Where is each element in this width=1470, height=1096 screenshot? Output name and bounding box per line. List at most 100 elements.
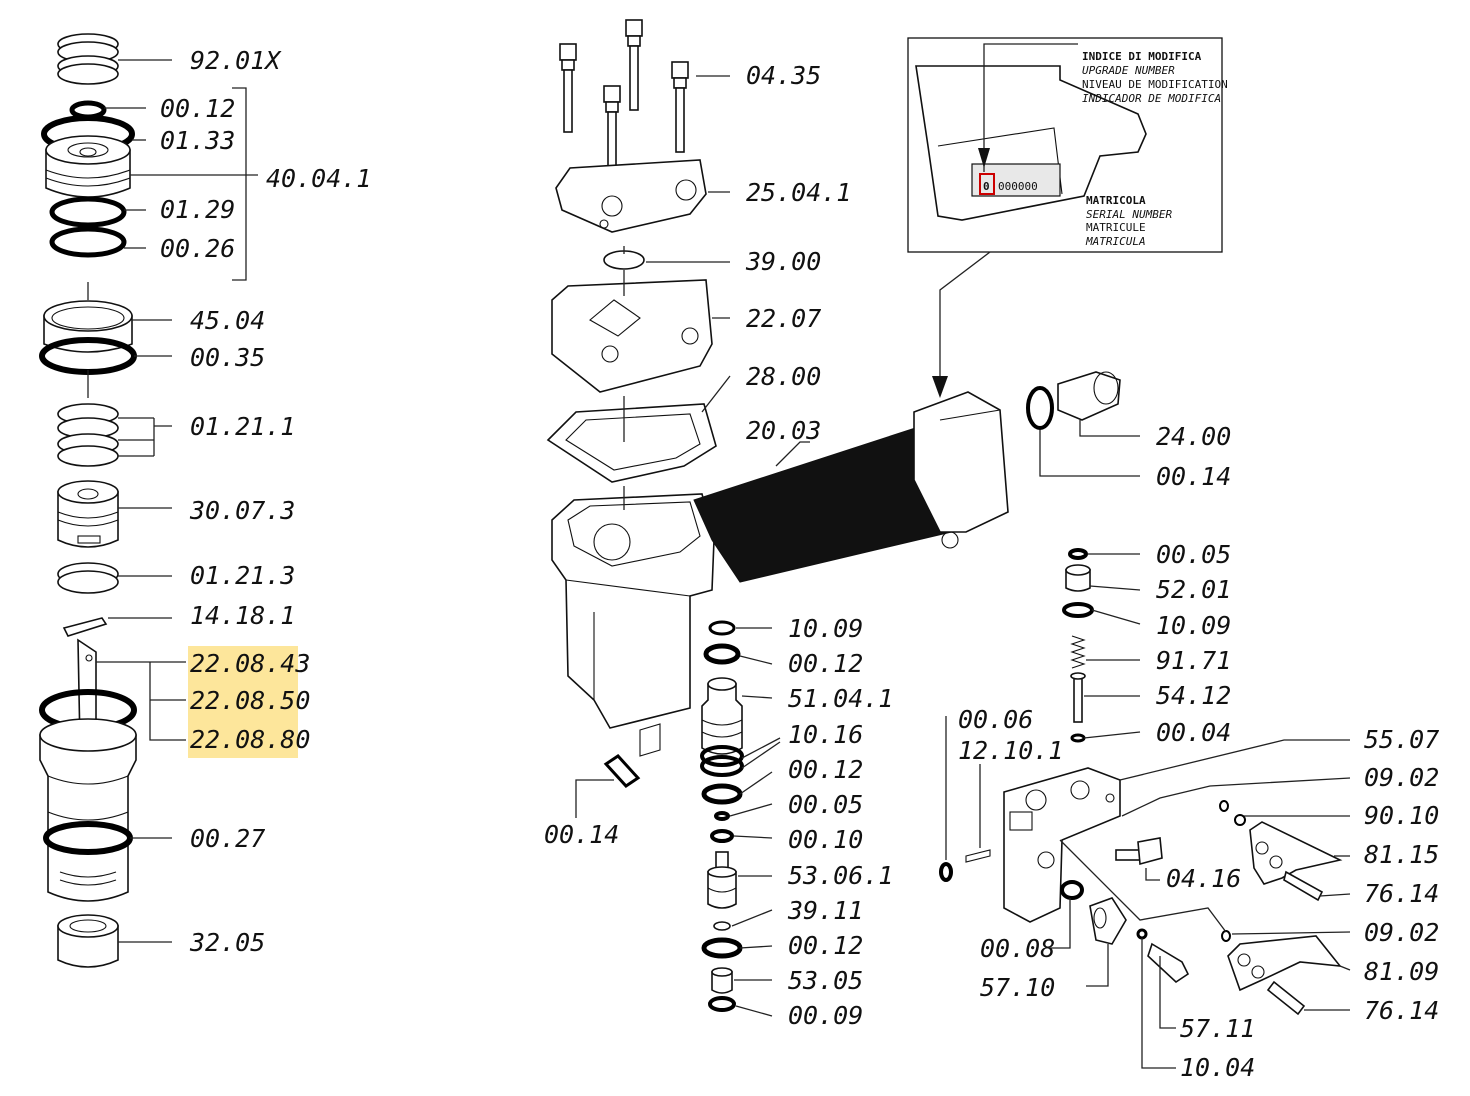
label-01-29: 01.29 xyxy=(160,195,235,224)
label-04-35: 04.35 xyxy=(746,61,821,90)
label-32-05: 32.05 xyxy=(189,928,265,957)
trigger-assembly xyxy=(939,548,1351,1069)
oring-00-26 xyxy=(49,226,127,258)
pin-12-10-1 xyxy=(965,849,991,863)
upgrade-digit: 0 xyxy=(983,180,990,193)
serial-number-inset: 0 000000 INDICE DI MODIFICA UPGRADE NUMB… xyxy=(907,37,1228,398)
label-81-15: 81.15 xyxy=(1364,840,1439,869)
label-14-18-1: 14.18.1 xyxy=(190,601,295,630)
inset-serial-it: MATRICOLA xyxy=(1086,194,1146,207)
label-22-08-43: 22.08.43 xyxy=(190,649,310,678)
part-cylinder xyxy=(39,718,137,902)
label-81-09: 81.09 xyxy=(1364,957,1439,986)
grip-sleeve xyxy=(693,419,961,583)
valve-leader-lines xyxy=(729,627,781,1017)
label-04-16: 04.16 xyxy=(1166,864,1241,893)
label-25-04-1: 25.04.1 xyxy=(746,178,851,207)
center-housing-assembly xyxy=(546,19,1140,818)
part-54-12 xyxy=(1070,672,1086,723)
label-10-09-b: 10.09 xyxy=(1156,611,1231,640)
label-76-14-a: 76.14 xyxy=(1364,879,1439,908)
label-00-09: 00.09 xyxy=(788,1001,863,1030)
label-76-14-b: 76.14 xyxy=(1364,996,1439,1025)
inset-serial-en: SERIAL NUMBER xyxy=(1086,208,1172,221)
left-parts-column xyxy=(39,33,258,968)
right-leader-lines xyxy=(945,553,1351,1069)
label-30-07-3: 30.07.3 xyxy=(189,496,295,525)
label-20-03: 20.03 xyxy=(746,416,821,445)
part-22-07 xyxy=(551,279,713,393)
left-leader-lines xyxy=(87,59,258,943)
part-labels: 92.01X 00.12 01.33 40.04.1 01.29 00.26 4… xyxy=(160,46,1439,1082)
label-92-01X: 92.01X xyxy=(190,46,282,75)
inset-title-it: INDICE DI MODIFICA xyxy=(1082,50,1202,63)
inset-serial-fr: MATRICULE xyxy=(1086,221,1146,234)
label-39-00: 39.00 xyxy=(745,247,821,276)
label-28-00: 28.00 xyxy=(746,362,821,391)
label-10-16: 10.16 xyxy=(788,720,863,749)
part-53-06-1 xyxy=(707,851,737,909)
label-12-10-1: 12.10.1 xyxy=(958,736,1063,765)
label-00-35: 00.35 xyxy=(190,343,265,372)
part-92-01X xyxy=(57,33,119,85)
label-10-04: 10.04 xyxy=(1180,1053,1255,1082)
part-30-07-3 xyxy=(57,480,119,548)
part-28-00 xyxy=(546,403,717,483)
oring-00-12-top xyxy=(69,100,107,120)
label-54-12: 54.12 xyxy=(1156,681,1231,710)
label-90-10: 90.10 xyxy=(1364,801,1439,830)
label-53-05: 53.05 xyxy=(788,966,863,995)
part-57-11 xyxy=(1147,942,1190,984)
inset-pointer-arrow xyxy=(932,376,948,398)
label-00-06: 00.06 xyxy=(958,705,1033,734)
label-91-71: 91.71 xyxy=(1156,646,1231,675)
part-32-05 xyxy=(57,914,119,968)
label-01-21-3: 01.21.3 xyxy=(190,561,295,590)
label-51-04-1: 51.04.1 xyxy=(788,684,893,713)
part-24-00 xyxy=(1057,371,1121,421)
part-57-10 xyxy=(1089,897,1127,945)
inset-title-en: UPGRADE NUMBER xyxy=(1082,64,1175,77)
label-00-04: 00.04 xyxy=(1156,718,1231,747)
upgrade-digit-box xyxy=(979,173,995,195)
label-01-33: 01.33 xyxy=(160,126,235,155)
label-09-02-b: 09.02 xyxy=(1364,918,1439,947)
part-51-04-1 xyxy=(701,677,743,755)
label-00-12-d: 00.12 xyxy=(788,931,863,960)
label-53-06-1: 53.06.1 xyxy=(788,861,893,890)
label-45-04: 45.04 xyxy=(190,306,265,335)
label-22-08-50: 22.08.50 xyxy=(190,686,310,715)
label-24-00: 24.00 xyxy=(1156,422,1231,451)
label-00-27: 00.27 xyxy=(190,824,265,853)
part-52-01 xyxy=(1065,564,1091,592)
inset-serial-es: MATRICULA xyxy=(1085,235,1146,248)
oring-01-29 xyxy=(49,196,127,228)
part-01-21-3 xyxy=(57,562,119,594)
trigger-81-09 xyxy=(1227,935,1342,1016)
spring-91-71 xyxy=(1070,635,1086,669)
inset-title-es: INDICADOR DE MODIFICA xyxy=(1082,92,1221,105)
label-57-11: 57.11 xyxy=(1180,1014,1255,1043)
inset-arrow-down xyxy=(978,148,990,168)
inset-title-fr: NIVEAU DE MODIFICATION xyxy=(1082,78,1228,91)
serial-digits: 000000 xyxy=(998,180,1038,193)
part-53-05 xyxy=(711,967,733,994)
part-valve-body xyxy=(45,135,131,198)
seal-00-14-lower xyxy=(603,754,641,788)
label-10-09-a: 10.09 xyxy=(788,614,863,643)
highlight-22-08 xyxy=(188,646,298,758)
label-00-05-b: 00.05 xyxy=(1156,540,1231,569)
label-00-05-a: 00.05 xyxy=(788,790,863,819)
bolts-04-35 xyxy=(559,19,689,179)
label-09-02-a: 09.02 xyxy=(1364,763,1439,792)
serial-plate xyxy=(971,163,1061,197)
center-leader-lines xyxy=(575,75,1140,818)
trigger-81-15 xyxy=(1249,821,1343,902)
label-00-26: 00.26 xyxy=(160,234,235,263)
label-01-21-1: 01.21.1 xyxy=(190,412,295,441)
screw-04-16 xyxy=(1115,837,1163,866)
label-39-11: 39.11 xyxy=(787,896,863,925)
oring-00-14-fitting xyxy=(1026,386,1054,430)
label-00-14-lower: 00.14 xyxy=(544,820,619,849)
